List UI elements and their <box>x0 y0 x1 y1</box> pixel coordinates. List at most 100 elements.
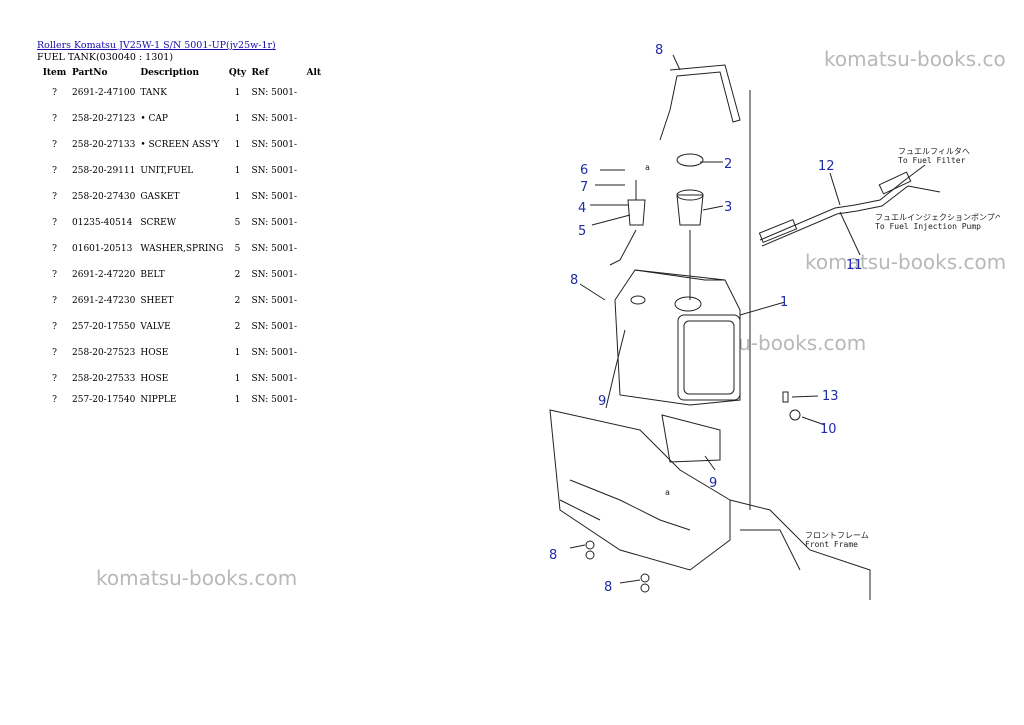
description-cell: HOSE <box>140 348 169 358</box>
callout-13: 13 <box>822 389 839 404</box>
qty-cell: 5 <box>234 218 241 228</box>
callout-8-bottom: 8 <box>604 580 612 595</box>
callout-9-left: 9 <box>598 394 606 409</box>
partno-cell: 257-20-17550 <box>72 322 136 332</box>
description-cell: HOSE <box>140 374 169 384</box>
item-cell: ? <box>52 88 57 98</box>
alt-cell <box>301 392 321 408</box>
alt-cell <box>301 106 321 132</box>
ref-cell: SN: 5001- <box>251 322 298 332</box>
note-pump-jp: フュエルインジェクションポンプへ <box>875 213 1000 222</box>
alt-cell <box>301 340 321 366</box>
description-cell: • SCREEN ASS'Y <box>140 140 220 150</box>
qty-cell: 1 <box>234 348 241 358</box>
ref-cell: SN: 5001- <box>251 296 298 306</box>
table-row: ? 01601-20513 WASHER,SPRING 5 SN: 5001- <box>37 236 321 262</box>
alt-cell <box>301 236 321 262</box>
qty-cell: 2 <box>234 270 241 280</box>
item-cell: ? <box>52 322 57 332</box>
description-cell: • CAP <box>140 114 168 124</box>
table-row: ? 258-20-27430 GASKET 1 SN: 5001- <box>37 184 321 210</box>
callout-1: 1 <box>780 295 788 310</box>
ref-cell: SN: 5001- <box>251 270 298 280</box>
callout-11: 11 <box>846 258 863 273</box>
section-title: FUEL TANK(030040 : 1301) <box>37 52 174 63</box>
callout-12: 12 <box>818 159 835 174</box>
note-filter-en: To Fuel Filter <box>898 156 966 165</box>
note-frame-jp: フロントフレーム <box>805 531 869 540</box>
partno-cell: 258-20-27430 <box>72 192 136 202</box>
item-cell: ? <box>52 395 57 405</box>
page-header: Rollers Komatsu JV25W-1 S/N 5001-UP(jv25… <box>37 40 276 64</box>
item-cell: ? <box>52 270 57 280</box>
qty-cell: 2 <box>234 296 241 306</box>
ref-cell: SN: 5001- <box>251 114 298 124</box>
description-cell: SCREW <box>140 218 176 228</box>
callout-8-bottom-left: 8 <box>549 548 557 563</box>
callout-7: 7 <box>580 180 588 195</box>
note-frame-en: Front Frame <box>805 540 858 549</box>
partno-cell: 257-20-17540 <box>72 395 136 405</box>
ref-cell: SN: 5001- <box>251 218 298 228</box>
letter-a-bottom: a <box>665 488 670 497</box>
table-header-row: Item PartNo Description Qty Ref Alt <box>37 66 321 80</box>
callout-2: 2 <box>724 157 732 172</box>
alt-cell <box>301 366 321 392</box>
callout-5: 5 <box>578 224 586 239</box>
callout-10: 10 <box>820 422 837 437</box>
qty-cell: 1 <box>234 114 241 124</box>
qty-cell: 5 <box>234 244 241 254</box>
col-partno: PartNo <box>72 68 108 78</box>
description-cell: UNIT,FUEL <box>140 166 194 176</box>
qty-cell: 1 <box>234 140 241 150</box>
ref-cell: SN: 5001- <box>251 192 298 202</box>
ref-cell: SN: 5001- <box>251 244 298 254</box>
partno-cell: 01235-40514 <box>72 218 133 228</box>
ref-cell: SN: 5001- <box>251 395 298 405</box>
note-filter-jp: フュエルフィルタへ <box>898 147 970 156</box>
qty-cell: 1 <box>234 166 241 176</box>
alt-cell <box>301 132 321 158</box>
table-row: ? 2691-2-47220 BELT 2 SN: 5001- <box>37 262 321 288</box>
description-cell: BELT <box>140 270 165 280</box>
qty-cell: 1 <box>234 192 241 202</box>
alt-cell <box>301 80 321 106</box>
fuel-tank-diagram: 8 6 7 4 5 2 3 12 11 8 1 9 13 10 9 8 8 a … <box>549 43 1000 600</box>
alt-cell <box>301 184 321 210</box>
description-cell: GASKET <box>140 192 180 202</box>
letter-a-top: a <box>645 163 650 172</box>
ref-cell: SN: 5001- <box>251 166 298 176</box>
note-pump-en: To Fuel Injection Pump <box>875 222 981 231</box>
item-cell: ? <box>52 244 57 254</box>
item-cell: ? <box>52 348 57 358</box>
item-cell: ? <box>52 166 57 176</box>
description-cell: WASHER,SPRING <box>140 244 224 254</box>
alt-cell <box>301 262 321 288</box>
callout-4: 4 <box>578 201 586 216</box>
qty-cell: 1 <box>234 395 241 405</box>
alt-cell <box>301 314 321 340</box>
partno-cell: 01601-20513 <box>72 244 133 254</box>
model-link[interactable]: Rollers Komatsu JV25W-1 S/N 5001-UP(jv25… <box>37 40 276 51</box>
partno-cell: 258-20-27123 <box>72 114 136 124</box>
item-cell: ? <box>52 192 57 202</box>
item-cell: ? <box>52 296 57 306</box>
col-ref: Ref <box>251 68 269 78</box>
partno-cell: 2691-2-47220 <box>72 270 136 280</box>
description-cell: VALVE <box>140 322 171 332</box>
watermark-right: komatsu-books.com <box>805 250 1007 274</box>
alt-cell <box>301 210 321 236</box>
ref-cell: SN: 5001- <box>251 348 298 358</box>
item-cell: ? <box>52 374 57 384</box>
watermark-top-right: komatsu-books.co <box>824 47 1006 71</box>
callout-8-left: 8 <box>570 273 578 288</box>
col-qty: Qty <box>228 68 247 78</box>
